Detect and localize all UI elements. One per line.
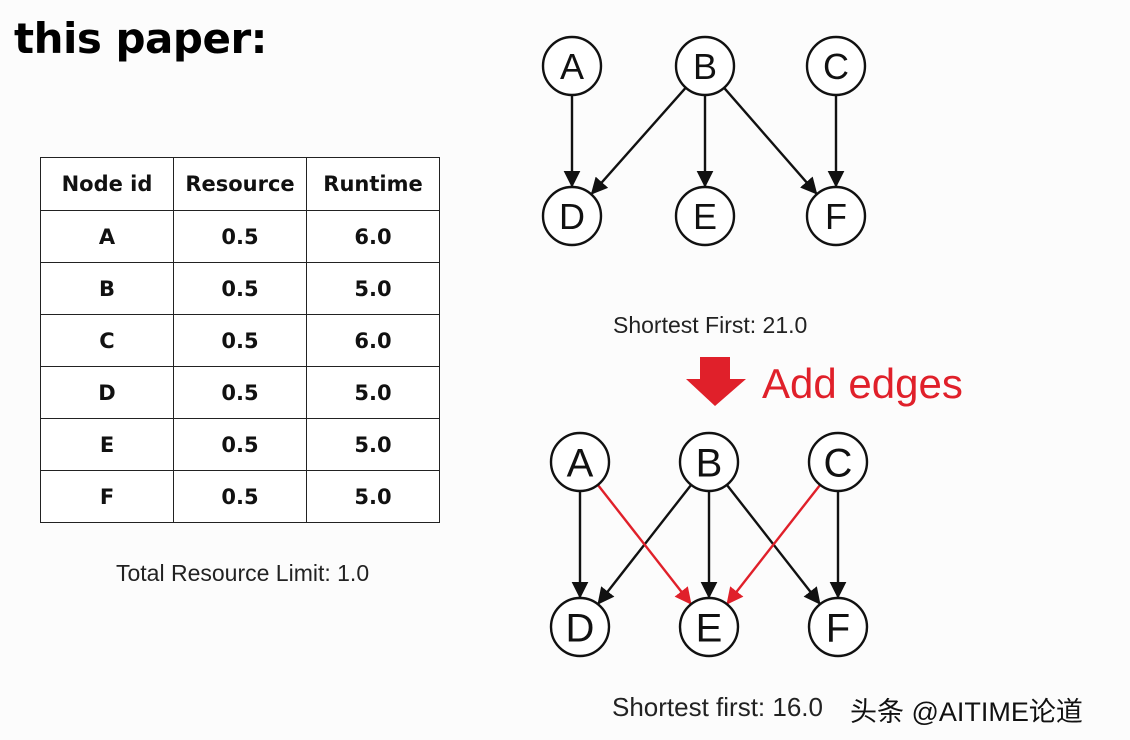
added-edge-A-E — [596, 484, 692, 605]
edge-B-F — [723, 87, 818, 195]
add-edges-label: Add edges — [762, 360, 963, 407]
node-label-f: F — [825, 196, 847, 237]
cell-resource: 0.5 — [173, 262, 307, 315]
node-b — [674, 35, 736, 97]
node-label-e: E — [696, 606, 723, 650]
node-label-b: B — [696, 441, 723, 485]
node-c — [807, 431, 869, 493]
resource-limit-text: Total Resource Limit: 1.0 — [116, 560, 370, 586]
node-label-d: D — [559, 196, 585, 237]
edge-B-D — [590, 86, 687, 195]
node-a — [549, 431, 611, 493]
cell-node-id: D — [40, 366, 174, 419]
top-dag-caption: Shortest First: 21.0 — [613, 312, 808, 338]
table-row: B 0.5 5.0 — [40, 262, 440, 315]
node-d — [549, 596, 611, 658]
header-node-id: Node id — [40, 157, 174, 211]
table-row: D 0.5 5.0 — [40, 366, 440, 419]
node-label-c: C — [823, 46, 849, 87]
down-arrow-icon — [686, 357, 746, 406]
node-c — [805, 35, 867, 97]
watermark: 头条 @AITIME论道 — [850, 697, 1083, 727]
cell-resource: 0.5 — [173, 418, 307, 471]
node-label-a: A — [560, 46, 584, 87]
cell-node-id: E — [40, 418, 174, 471]
node-label-f: F — [826, 606, 850, 650]
slide-title: this paper: — [14, 14, 267, 63]
table-header-row: Node id Resource Runtime — [40, 157, 440, 211]
node-label-d: D — [566, 606, 595, 650]
bottom-dag-caption: Shortest first: 16.0 — [612, 692, 823, 722]
node-label-b: B — [693, 46, 717, 87]
table-row: F 0.5 5.0 — [40, 470, 440, 523]
table-row: E 0.5 5.0 — [40, 418, 440, 471]
bottom-dag: A B C D E F — [549, 431, 869, 658]
node-label-a: A — [567, 441, 594, 485]
header-runtime: Runtime — [306, 157, 440, 211]
added-edge-C-E — [726, 484, 822, 605]
cell-resource: 0.5 — [173, 314, 307, 367]
node-label-c: C — [824, 441, 853, 485]
cell-resource: 0.5 — [173, 366, 307, 419]
resource-table: Node id Resource Runtime A 0.5 6.0 B 0.5… — [40, 157, 440, 523]
cell-resource: 0.5 — [173, 210, 307, 263]
node-f — [807, 596, 869, 658]
node-d — [541, 185, 603, 247]
cell-node-id: F — [40, 470, 174, 523]
cell-runtime: 5.0 — [306, 366, 440, 419]
node-label-e: E — [693, 196, 717, 237]
cell-runtime: 6.0 — [306, 210, 440, 263]
cell-runtime: 5.0 — [306, 470, 440, 523]
cell-runtime: 5.0 — [306, 418, 440, 471]
node-a — [541, 35, 603, 97]
node-b — [678, 431, 740, 493]
table-row: A 0.5 6.0 — [40, 210, 440, 263]
node-e — [674, 185, 736, 247]
down-arrow-shape — [686, 357, 746, 406]
node-f — [805, 185, 867, 247]
node-e — [678, 596, 740, 658]
top-dag: A B C D E F — [541, 35, 867, 247]
cell-runtime: 5.0 — [306, 262, 440, 315]
